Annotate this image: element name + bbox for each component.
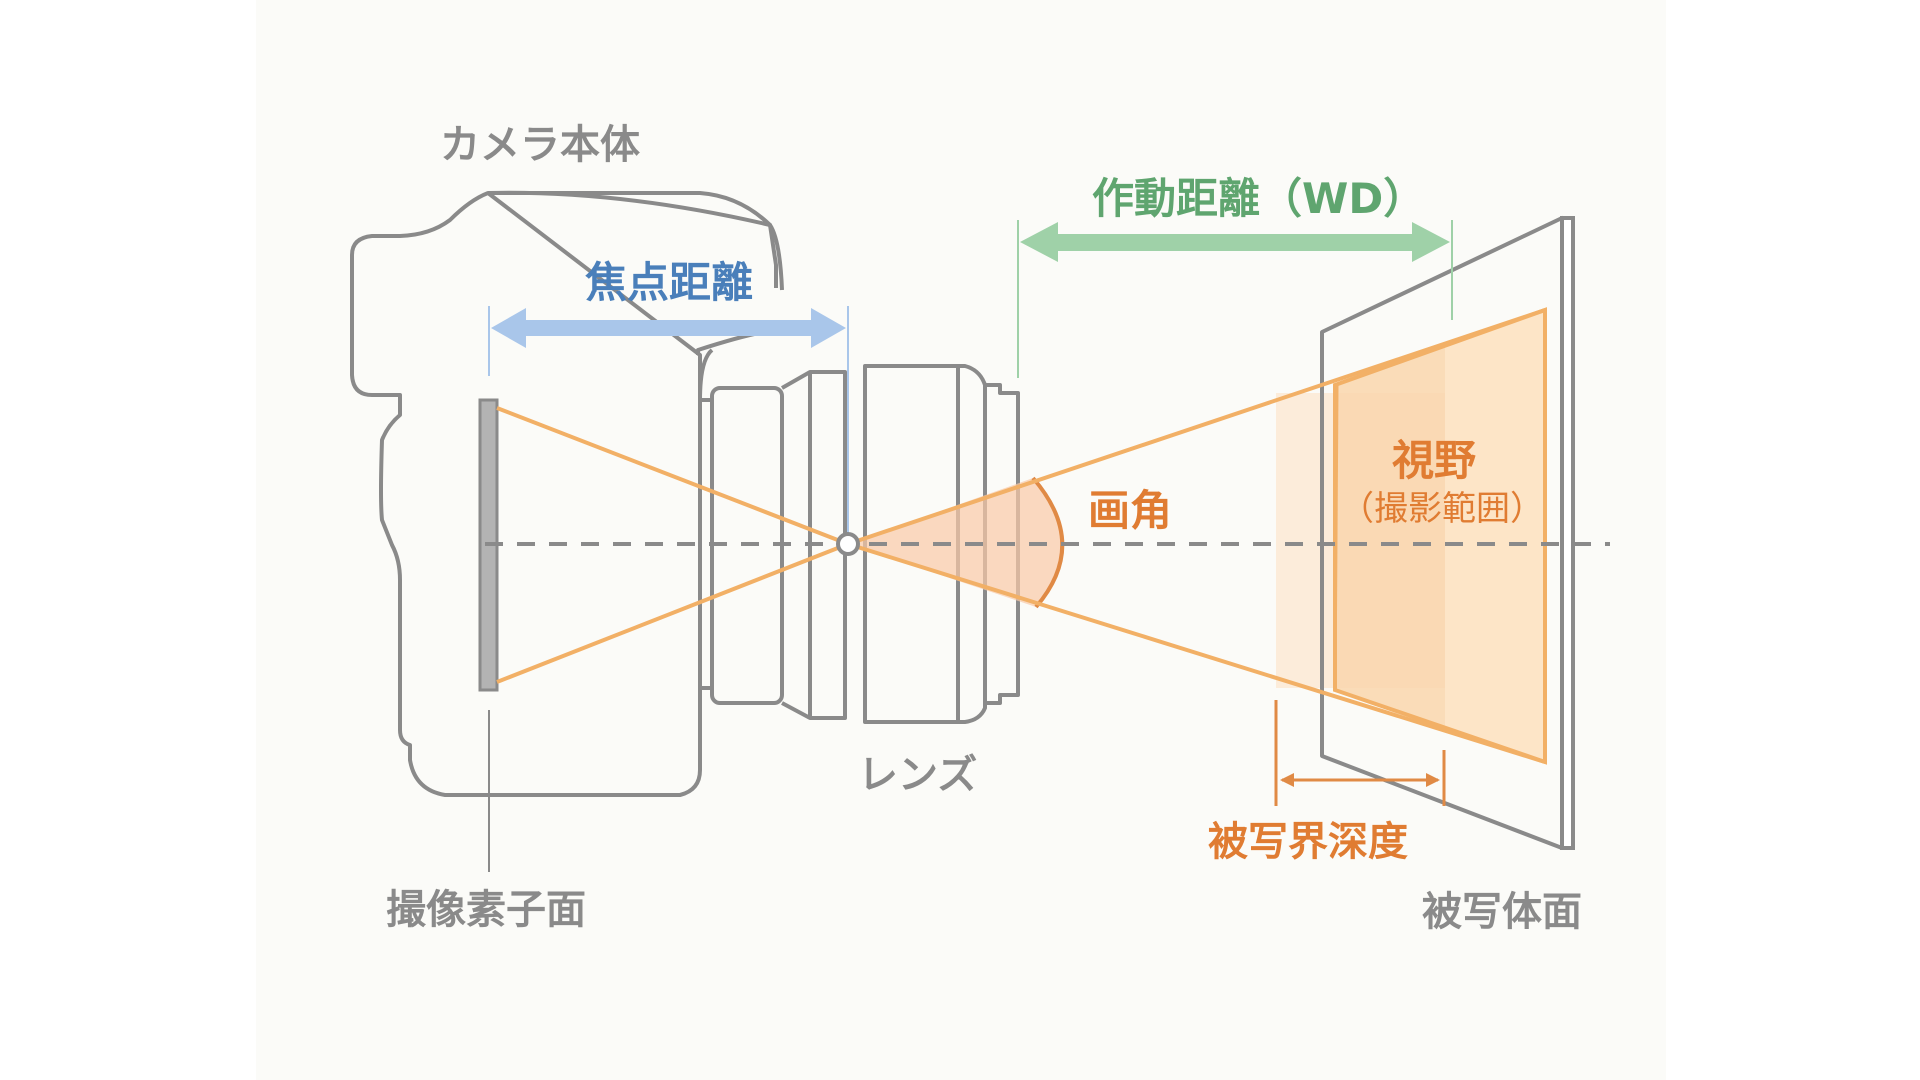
working-distance-arrow: [1017, 220, 1453, 378]
camera-body-label: カメラ本体: [440, 122, 640, 168]
lens-label: レンズ: [858, 752, 978, 798]
depth-of-field-arrow: [1274, 700, 1446, 806]
angle-of-view-sector: [848, 478, 1063, 607]
subject-plane: [1320, 216, 1575, 850]
light-rays: [496, 308, 1546, 764]
focal-length-label: 焦点距離: [585, 258, 754, 307]
sensor-plane-label: 撮像素子面: [386, 887, 586, 933]
subject-plane-label: 被写体面: [1422, 889, 1582, 935]
field-of-view-sublabel: （撮影範囲）: [1340, 489, 1544, 529]
focal-length-arrow: [488, 306, 849, 535]
field-of-view-region: [1333, 307, 1547, 765]
camera-grip-curve: [487, 190, 784, 291]
working-distance-label: 作動距離（WD）: [1092, 174, 1426, 223]
angle-of-view-label: 画角: [1088, 486, 1173, 535]
field-of-view-label: 視野: [1392, 436, 1477, 485]
depth-of-field-label: 被写界深度: [1208, 819, 1408, 865]
lens-center-point: [836, 532, 860, 556]
